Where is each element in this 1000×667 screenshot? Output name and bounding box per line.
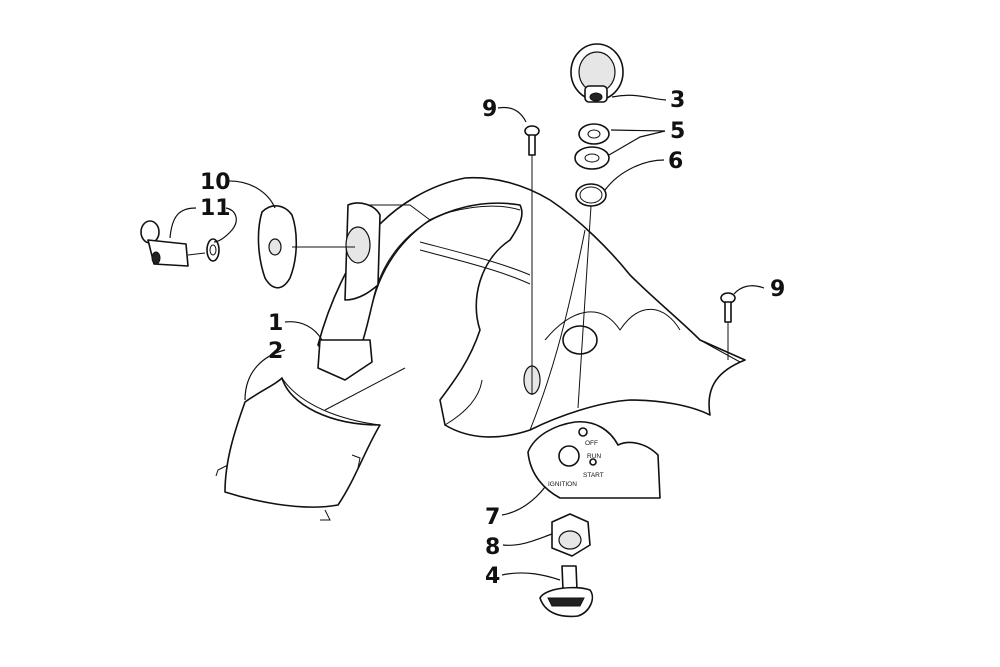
key-part-4 xyxy=(539,565,594,618)
leader-lines xyxy=(169,94,765,581)
screw-part-9-right xyxy=(720,292,736,360)
callout-6: 6 xyxy=(668,149,683,174)
callout-11: 11 xyxy=(200,196,231,221)
ignition-plate-part-7: OFF RUN START IGNITION xyxy=(527,420,661,499)
callout-9-right: 9 xyxy=(770,277,785,302)
switch-run-label: RUN xyxy=(587,453,601,460)
callout-1: 1 xyxy=(268,311,283,336)
callout-8: 8 xyxy=(485,535,500,560)
callout-5: 5 xyxy=(670,119,685,144)
plate-part-10 xyxy=(257,205,355,289)
screw-part-9-left xyxy=(524,125,540,395)
knob-part-3 xyxy=(570,43,624,103)
callout-2: 2 xyxy=(268,339,283,364)
switch-start-label: START xyxy=(583,472,604,479)
callout-7: 7 xyxy=(485,505,500,530)
callout-3: 3 xyxy=(670,88,685,113)
socket-part-11 xyxy=(140,220,220,267)
hex-nut-part-8 xyxy=(551,513,591,557)
callout-9-left: 9 xyxy=(482,97,497,122)
switch-off-label: OFF xyxy=(585,440,598,447)
lower-panel-part-2 xyxy=(215,367,406,521)
washers-part-5 xyxy=(574,123,610,170)
callout-labels: 3 5 6 9 9 10 11 1 2 7 8 4 xyxy=(200,88,785,589)
callout-10: 10 xyxy=(200,170,231,195)
callout-4: 4 xyxy=(485,564,500,589)
ring-part-6 xyxy=(575,183,607,409)
switch-ignition-label: IGNITION xyxy=(548,481,577,488)
